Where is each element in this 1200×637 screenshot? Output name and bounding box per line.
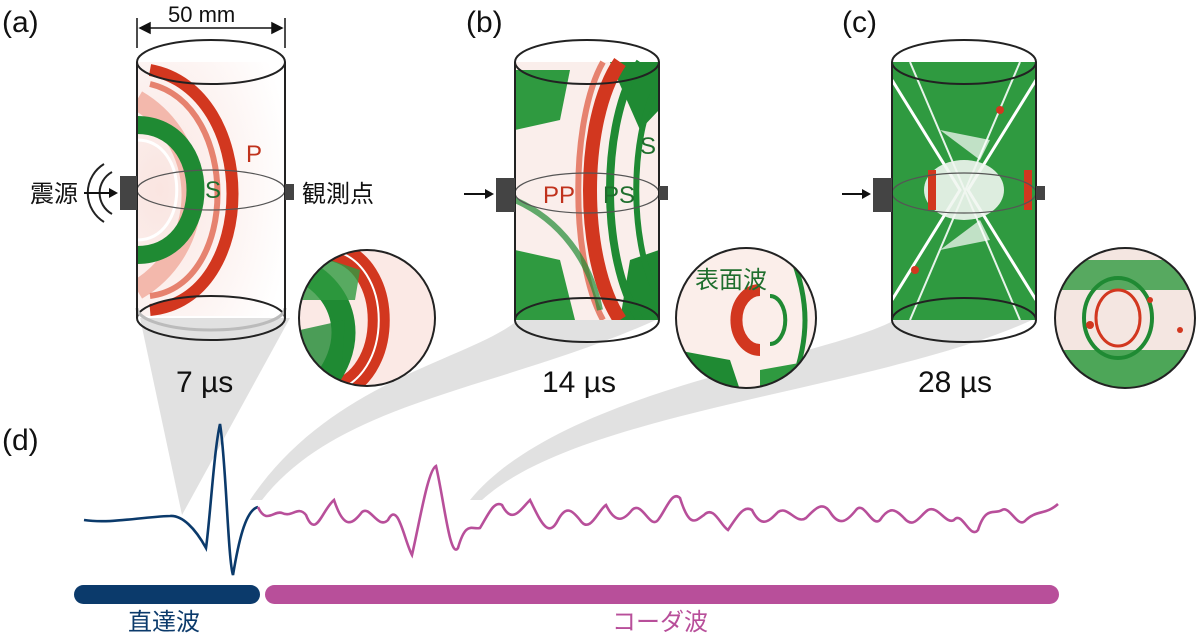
zoom-circle-a: [298, 249, 436, 387]
cylinder-b: [514, 39, 660, 343]
direct-wave-label: 直達波: [128, 609, 200, 636]
panel-letter-d: (d): [2, 424, 39, 457]
panel-letter-b: (b): [466, 6, 503, 39]
coda-wave-trace: [256, 464, 1059, 559]
panel-letter-c: (c): [842, 6, 877, 39]
label-pp: PP: [543, 182, 575, 209]
source-label: 震源: [30, 181, 78, 208]
source-transducer-a: [84, 163, 137, 223]
direct-wave-bar: [74, 585, 260, 604]
panel-letter-a: (a): [2, 6, 39, 39]
receiver-label: 観測点: [302, 181, 374, 208]
zoom-connectors: [140, 318, 1032, 515]
receiver-c: [1036, 186, 1045, 200]
coda-wave-label: コーダ波: [612, 609, 708, 636]
time-c: 28 µs: [918, 366, 992, 399]
zoom-circle-b: [675, 247, 817, 389]
label-ps: PS: [603, 182, 635, 209]
time-a: 7 µs: [176, 366, 233, 399]
label-s-a: S: [205, 177, 221, 204]
label-p: P: [246, 141, 262, 168]
coda-wave-bar: [265, 585, 1059, 604]
cylinder-a: [135, 39, 287, 341]
zoom-circle-c: [1054, 247, 1196, 389]
label-surface-wave: 表面波: [695, 267, 767, 294]
source-transducer-c: [842, 178, 892, 212]
cylinder-c: [891, 39, 1037, 343]
source-transducer-b: [464, 178, 515, 212]
time-b: 14 µs: [542, 366, 616, 399]
receiver-b: [659, 186, 668, 200]
receiver-a: [285, 184, 294, 200]
dimension-arrow: [136, 18, 286, 48]
label-s-b: S: [640, 133, 656, 160]
width-label: 50 mm: [168, 2, 235, 27]
direct-wave-trace: [83, 423, 259, 576]
